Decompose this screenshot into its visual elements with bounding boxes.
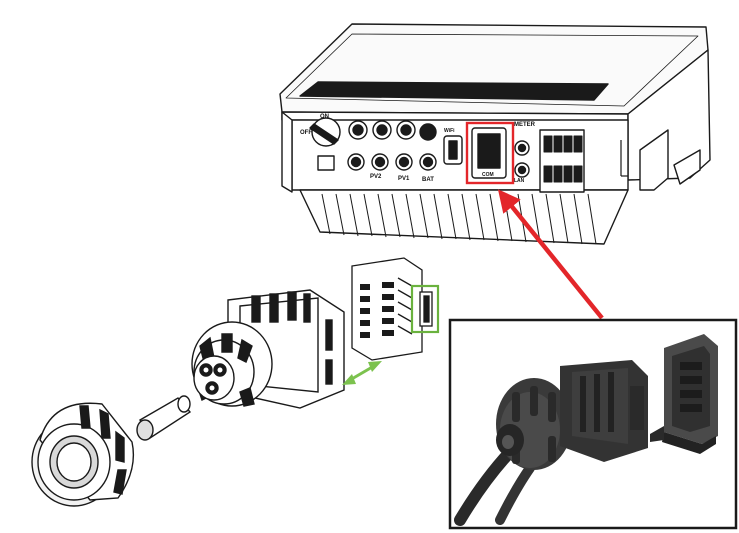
inverter-illustration (279, 23, 711, 245)
connector-body (191, 289, 345, 409)
label-pv1: PV1 (398, 176, 410, 182)
terminal-block (351, 257, 433, 361)
label-off: OFF (300, 130, 312, 136)
mated-connector-photo (454, 334, 718, 526)
label-com: COM (482, 172, 494, 178)
pointer-arrow (497, 189, 604, 320)
label-on: ON (320, 114, 329, 120)
label-wifi: WiFi (444, 128, 455, 134)
label-lan: LAN (514, 178, 525, 184)
label-pv2: PV2 (370, 174, 382, 180)
label-bat: BAT (422, 177, 434, 183)
insert-arrow (342, 361, 382, 385)
connector-seal (136, 395, 192, 441)
label-meter: METER (514, 122, 536, 128)
com-port-highlight (465, 121, 515, 185)
connector-nut (31, 402, 135, 507)
terminal-highlight (410, 284, 440, 334)
